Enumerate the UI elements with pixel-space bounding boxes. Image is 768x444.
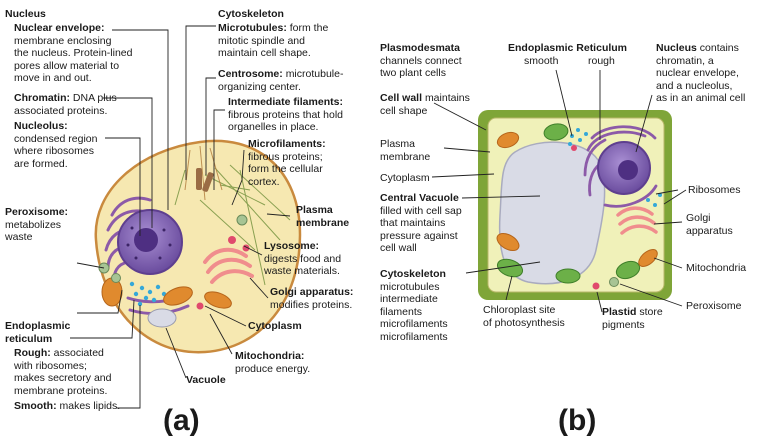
label-microfilaments: Microfilaments: fibrous proteins; form t… [248,138,326,188]
label-plasma-membrane-a: Plasma membrane [296,204,350,229]
animal-cell [70,25,302,409]
label-cytoskeleton-heading: Cytoskeleton [218,8,284,20]
label-rough-er: Rough: associated with ribosomes; makes … [14,347,112,397]
label-cytoplasm-a: Cytoplasm [248,320,302,332]
animal-centrosome [196,168,214,192]
animal-golgi [203,247,254,284]
label-ribosomes: Ribosomes [688,184,741,196]
label-lysosome: Lysosome: digests food and waste materia… [264,240,342,277]
label-er-rough: rough [588,55,615,67]
label-golgi-b: Golgi apparatus [686,212,733,237]
label-cell-wall: Cell wall maintains cell shape [380,92,470,117]
animal-cytoskeleton [174,164,291,286]
label-nuclear-envelope: Nuclear envelope: membrane enclosing the… [14,22,133,84]
label-chloroplast: Chloroplast site of photosynthesis [483,304,565,329]
plant-nucleolus [618,160,638,180]
label-nucleolus: Nucleolus: condensed region where riboso… [14,120,98,170]
animal-vacuole [147,308,177,328]
plant-leader-lines [431,69,687,313]
plant-golgi [616,206,658,235]
animal-leader-lines [70,25,291,409]
label-mitochondria-a: Mitochondria: produce energy. [235,350,311,375]
animal-nucleolus [134,228,158,252]
label-smooth-er: Smooth: makes lipids. [14,400,121,412]
plant-plastid [592,282,600,290]
label-microtubules: Microtubules: form the mitotic spindle a… [218,22,329,59]
label-mitochondria-b: Mitochondria [686,262,747,274]
label-cytoplasm-b: Cytoplasm [380,172,430,184]
label-nucleus: Nucleus [5,8,46,20]
plant-rough-er [583,125,658,208]
label-peroxisome-b: Peroxisome [686,300,742,312]
label-er-b: Endoplasmic Reticulum [508,42,628,54]
label-cytoskeleton-b: Cytoskeleton microtubules intermediate f… [380,268,448,343]
label-er-smooth: smooth [524,55,559,67]
label-endoplasmic-reticulum: Endoplasmic reticulum [5,320,71,345]
animal-mitochondria [101,277,232,309]
label-plasma-membrane-b: Plasma membrane [380,138,431,163]
plant-cell [431,69,687,313]
label-vacuole-a: Vacuole [186,374,226,386]
label-nucleus-b: Nucleus contains chromatin, a nuclear en… [656,42,746,104]
plant-chloroplasts [496,123,641,284]
label-peroxisome: Peroxisome: metabolizes waste [5,206,69,243]
caption-b: (b) [558,404,597,437]
plant-peroxisome [609,277,619,287]
plant-mitochondria [496,131,658,267]
label-centrosome: Centrosome: microtubule- organizing cent… [218,68,344,93]
label-chromatin: Chromatin: DNA plus associated proteins. [14,92,117,117]
label-intermediate-filaments: Intermediate filaments: fibrous proteins… [228,96,343,133]
caption-a: (a) [163,404,200,437]
label-plastid: Plastid store pigments [602,306,663,331]
label-golgi-a: Golgi apparatus: modifies proteins. [270,286,354,311]
label-central-vacuole: Central Vacuole filled with cell sap tha… [380,192,462,254]
label-plasmodesmata: Plasmodesmata channels connect two plant… [380,42,462,79]
